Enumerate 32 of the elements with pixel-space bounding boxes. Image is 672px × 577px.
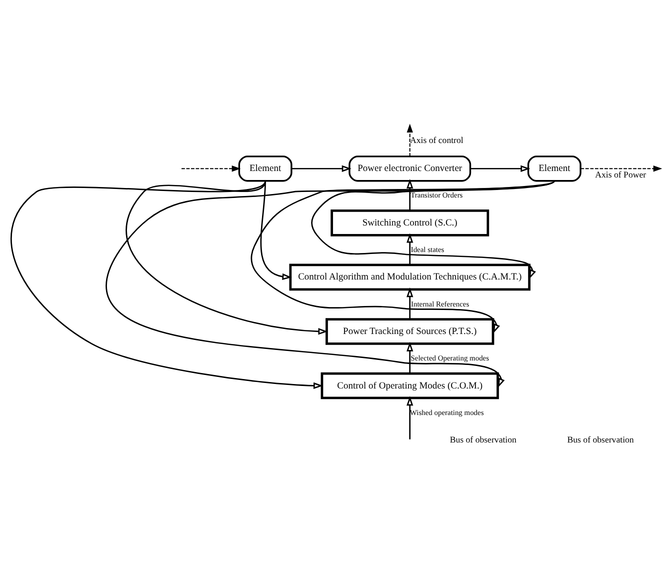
node-box: Control Algorithm and Modulation Techniques (C.A.M.T.)	[289, 264, 530, 291]
node-box: Power electronic Converter	[348, 156, 472, 182]
arrow	[406, 124, 413, 156]
arrow	[311, 180, 555, 280]
label: Bus of observation	[450, 434, 516, 444]
node-box: Element	[527, 156, 582, 182]
edge-label: Ideal states	[410, 244, 444, 254]
arrow	[292, 165, 352, 172]
edge-label: Wished operating modes	[410, 408, 484, 417]
label: Bus of observation	[567, 434, 634, 444]
node-box: Element	[238, 156, 292, 182]
node-box: Switching Control (S.C.)	[330, 210, 490, 236]
arrow	[250, 180, 555, 334]
edge-label: Transistor Orders	[410, 190, 463, 200]
edge-label: Axis of Power	[595, 170, 646, 180]
edge-label: Internal References	[410, 299, 470, 308]
arrow	[406, 178, 414, 210]
arrow	[182, 166, 241, 172]
edge-label: Axis of control	[410, 135, 464, 146]
arrow	[406, 342, 414, 374]
edge-label: Selected Operating modes	[410, 354, 490, 363]
arrow	[10, 180, 324, 390]
arrow	[580, 166, 662, 172]
arrow	[106, 180, 555, 388]
arrow	[406, 396, 414, 440]
node-box: Control of Operating Modes (C.O.M.)	[320, 372, 499, 400]
arrow	[470, 165, 530, 172]
arrow	[406, 288, 414, 320]
node-box: Power Tracking of Sources (P.T.S.)	[326, 318, 494, 345]
arrow	[406, 233, 414, 265]
arrow	[260, 180, 292, 280]
arrow	[126, 180, 328, 335]
